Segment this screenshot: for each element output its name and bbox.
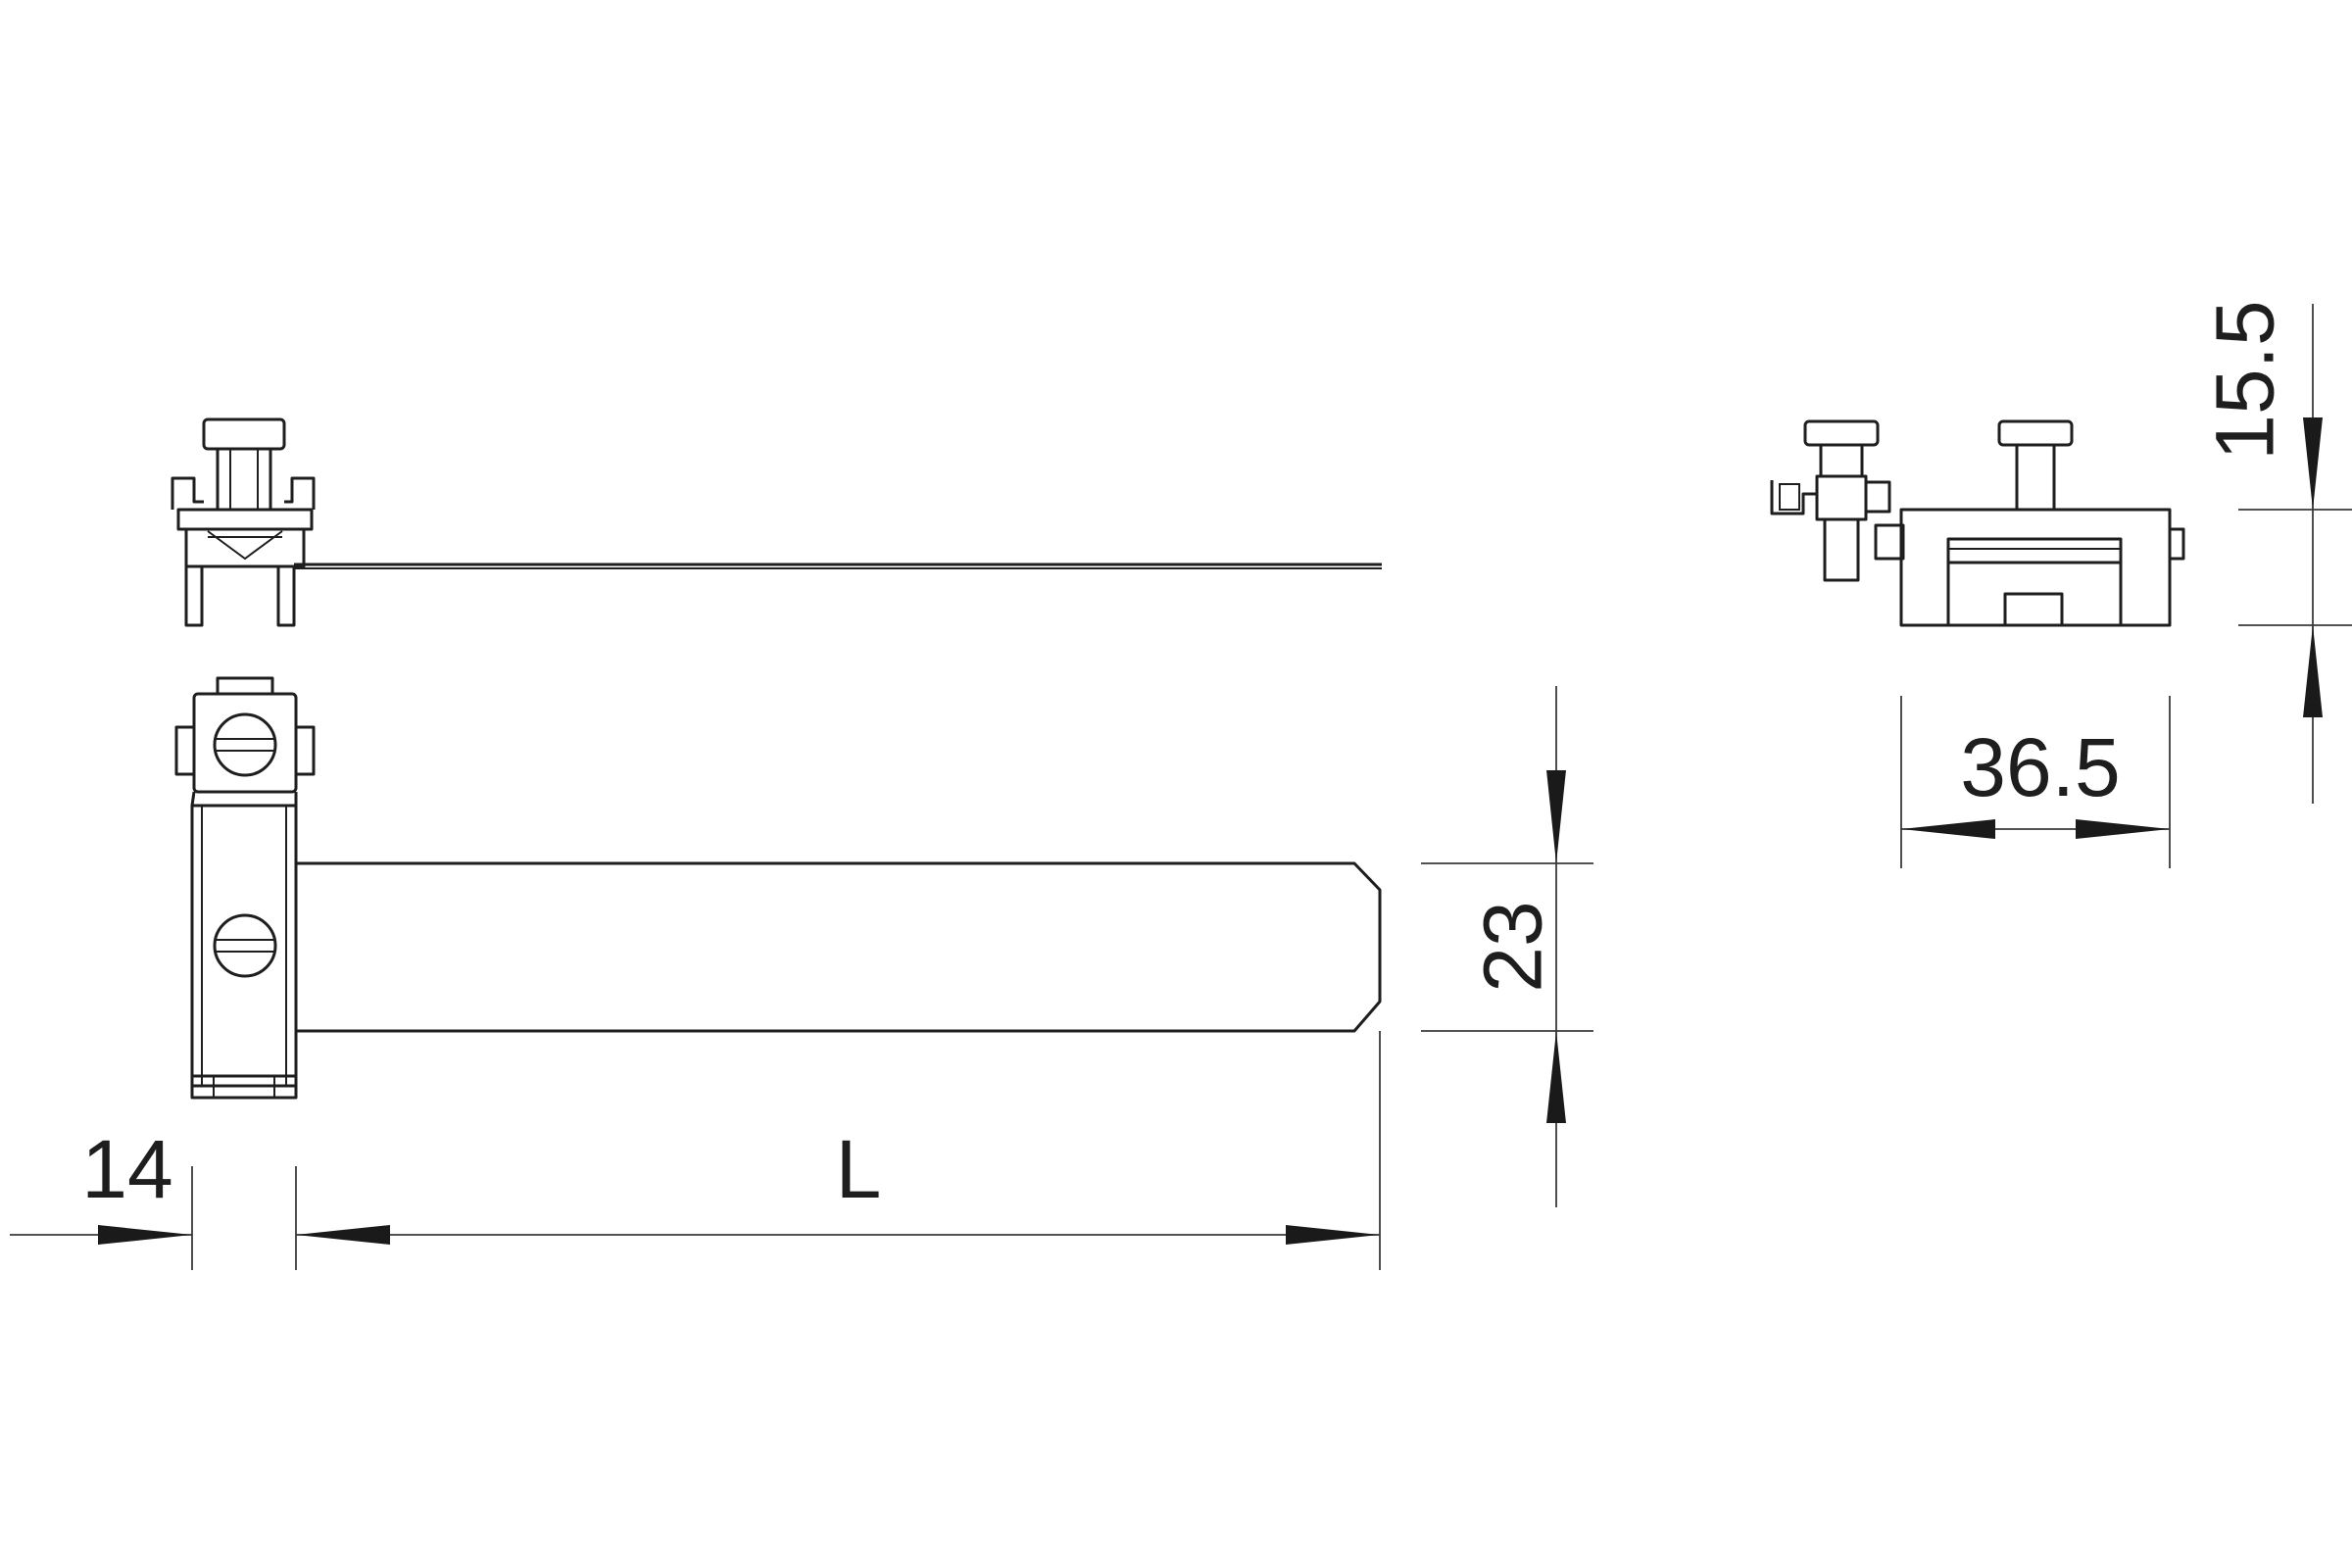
dimension-label-36-5: 36.5 [1960, 721, 2121, 813]
upper-screw-head-icon [213, 712, 277, 777]
dimension-14: 14 [10, 1123, 297, 1270]
dimension-label-15-5: 15.5 [2198, 300, 2290, 461]
top-view [171, 417, 1382, 627]
dimension-23: 23 [1421, 686, 1593, 1207]
dimension-label-23: 23 [1466, 901, 1558, 992]
dimension-15-5: 15.5 [2198, 300, 2352, 804]
dimension-L: L [296, 1031, 1381, 1270]
front-view [174, 676, 1382, 1100]
lower-screw-head-icon [213, 913, 277, 978]
end-view [1770, 419, 2185, 627]
dimension-36-5: 36.5 [1900, 696, 2171, 868]
dimension-label-14: 14 [81, 1123, 172, 1215]
dimension-label-L: L [836, 1123, 882, 1215]
